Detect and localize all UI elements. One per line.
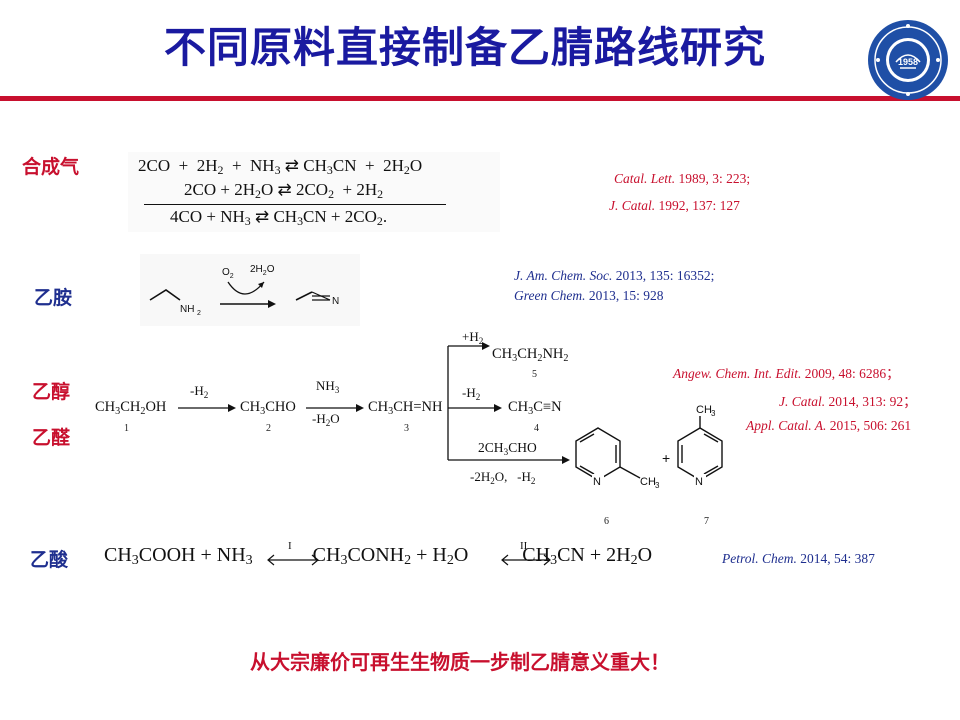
compound-4-methylpyridine <box>677 416 723 481</box>
reagent-2-acetaldehyde: 2CH3CHO <box>478 440 537 458</box>
compound-number-4: 4 <box>534 423 539 434</box>
svg-text:CH: CH <box>640 476 656 488</box>
compound-imine: CH3CH=NH <box>368 399 443 417</box>
svg-text:CH: CH <box>696 404 712 416</box>
reagent-minus-h2: -H2 <box>190 383 209 400</box>
compound-ethylamine: CH3CH2NH2 <box>492 346 569 364</box>
compound-acetaldehyde: CH3CHO <box>240 399 296 417</box>
acetic-acid-ref-1: Petrol. Chem. 2014, 54: 387 <box>722 551 875 566</box>
syngas-equation-2: 2CO + 2H2O ⇄ 2CO2 + 2H2 <box>184 180 384 201</box>
reagent-nh3: NH3 <box>316 378 340 395</box>
ethylamine-scheme: NH 2 O2 2H2O N <box>140 254 360 326</box>
compound-number-3: 3 <box>404 423 409 434</box>
section-label-acetaldehyde: 乙醛 <box>32 427 71 449</box>
svg-text:3: 3 <box>711 409 716 418</box>
reagent-water: 2H2O <box>250 264 275 277</box>
section-label-ethanol: 乙醇 <box>32 381 71 403</box>
svg-text:N: N <box>332 296 339 307</box>
ethylamine-ref-2: Green Chem. 2013, 15: 928 <box>514 288 664 303</box>
syngas-ref-2: J. Catal. 1992, 137: 127 <box>609 198 740 213</box>
svg-text:N: N <box>695 476 703 488</box>
university-seal-icon: 1958 <box>868 20 948 100</box>
step-label-1: I <box>288 540 292 552</box>
reagent-minus-h2-branch: -H2 <box>462 385 481 402</box>
reagent-minus-h2o: -H2O <box>312 411 340 428</box>
compound-number-7: 7 <box>704 516 709 527</box>
reagent-minus-water-h2: -2H2O, -H2 <box>470 469 536 486</box>
svg-text:N: N <box>593 476 601 488</box>
compound-number-2: 2 <box>266 423 271 434</box>
page-title: 不同原料直接制备乙腈路线研究 <box>163 23 766 72</box>
syngas-ref-1: Catal. Lett. 1989, 3: 223; <box>614 171 751 186</box>
compound-acetonitrile: CH3C≡N <box>508 399 562 417</box>
ethanol-ref-1: Angew. Chem. Int. Edit. 2009, 48: 6286； <box>673 366 900 381</box>
reagent-o2: O2 <box>222 267 234 280</box>
compound-2-methylpyridine <box>575 427 641 481</box>
section-label-acetic-acid: 乙酸 <box>30 549 69 571</box>
svg-text:+: + <box>662 450 670 466</box>
ethanol-ref-2: J. Catal. 2014, 313: 92； <box>779 394 917 409</box>
section-label-ethylamine: 乙胺 <box>34 287 73 309</box>
ethylamine-ref-1: J. Am. Chem. Soc. 2013, 135: 16352; <box>514 268 715 283</box>
svg-text:3: 3 <box>655 481 660 490</box>
compound-ethanol: CH3CH2OH <box>95 399 167 417</box>
conclusion-slogan: 从大宗廉价可再生生物质一步制乙腈意义重大！ <box>250 650 670 674</box>
svg-text:2: 2 <box>197 310 201 317</box>
syngas-equation-block: 2CO + 2H2 + NH3 ⇄ CH3CN + 2H2O 2CO + 2H2… <box>128 152 500 232</box>
step-label-2: II <box>520 540 528 552</box>
compound-number-1: 1 <box>124 423 129 434</box>
compound-number-5: 5 <box>532 369 537 380</box>
compound-number-6: 6 <box>604 516 609 527</box>
equation-sum-line <box>144 204 446 205</box>
header-divider <box>0 96 960 101</box>
section-label-syngas: 合成气 <box>22 156 80 178</box>
reagent-plus-h2: +H2 <box>462 329 484 346</box>
ethanol-ref-3: Appl. Catal. A. 2015, 506: 261 <box>746 418 912 433</box>
syngas-equation-1: 2CO + 2H2 + NH3 ⇄ CH3CN + 2H2O <box>138 156 423 177</box>
logo-year: 1958 <box>898 57 918 67</box>
svg-text:NH: NH <box>180 304 194 315</box>
syngas-equation-sum: 4CO + NH3 ⇄ CH3CN + 2CO2. <box>170 207 388 228</box>
